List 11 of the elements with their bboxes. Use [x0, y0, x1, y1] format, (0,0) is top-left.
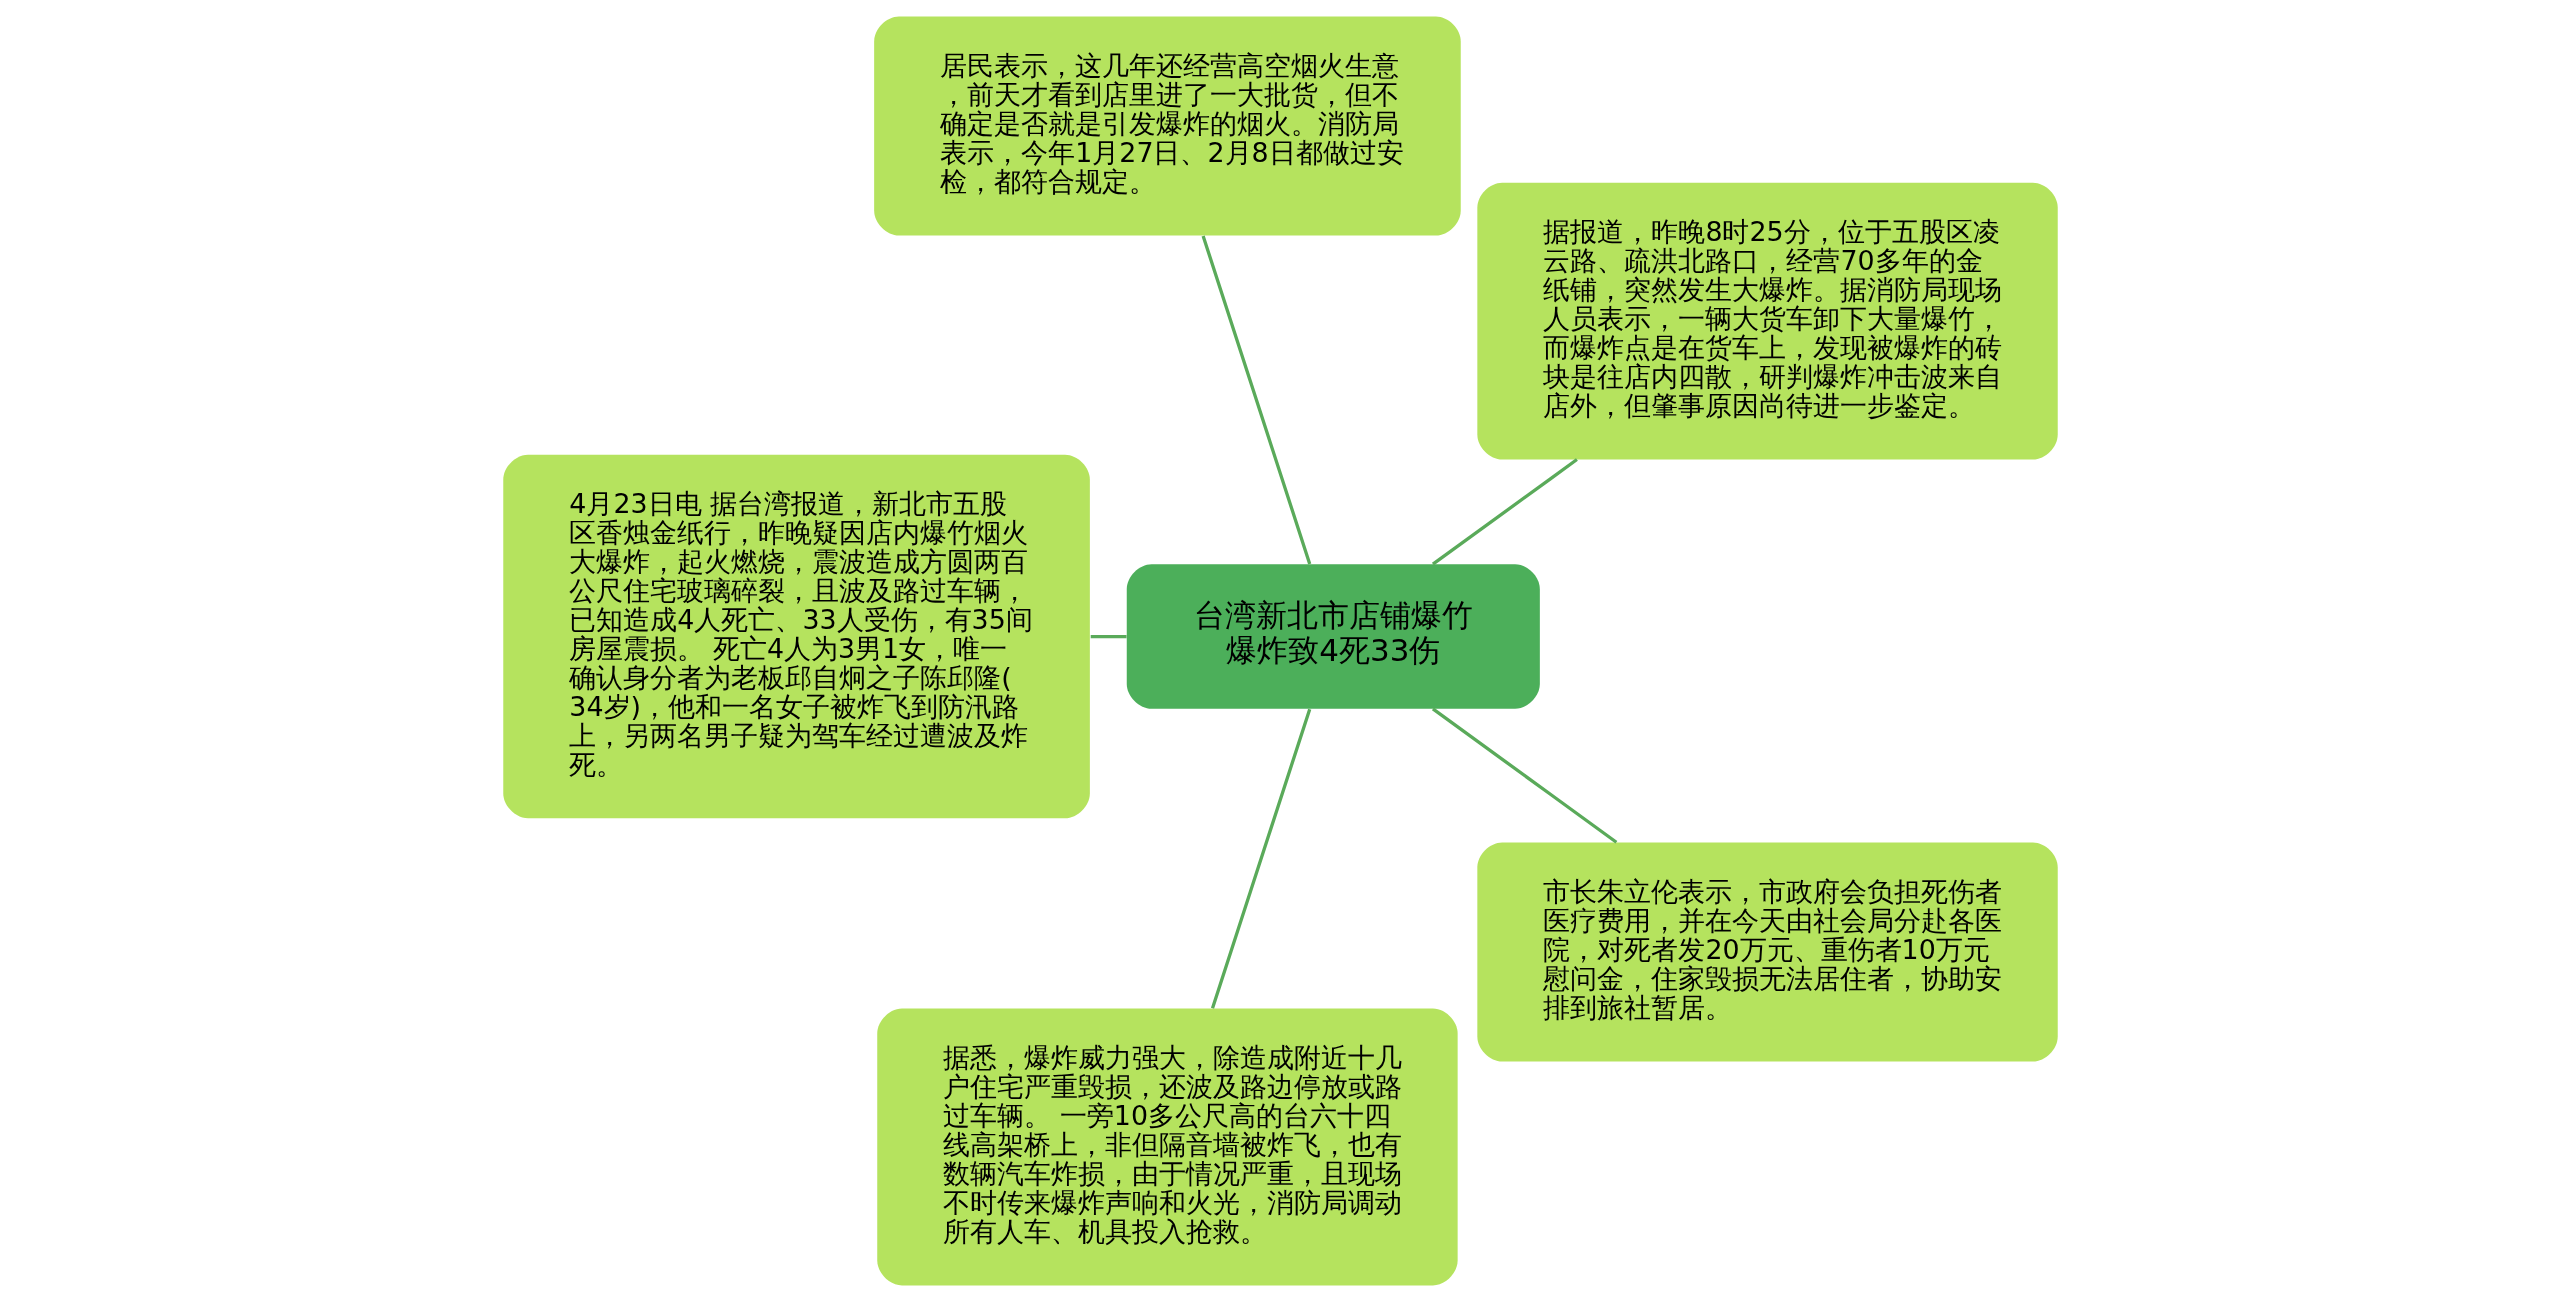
node-box: 居民表示，这几年还经营高空烟火生意，前天才看到店里进了一大批货，但不确定是否就是引发爆炸的烟火。消防局表示，今年1月27日、2月8日都做过安检，都符合规定。	[873, 16, 1461, 236]
connector	[1210, 708, 1311, 1009]
connector	[1431, 707, 1617, 844]
connector	[1431, 458, 1578, 566]
node-box: 台湾新北市店铺爆竹爆炸致4死33伤	[1126, 564, 1540, 709]
connector	[1090, 634, 1127, 639]
node-box: 市长朱立伦表示，市政府会负担死伤者医疗费用，并在今天由社会局分赴各医院，对死者发20万元、重伤者10万元慰问金，住家毁损无法居住者，协助安排到旅社暂居。	[1476, 842, 2058, 1062]
node-box: 据报道，昨晚8时25分，位于五股区凌云路、疏洪北路口，经营70多年的金纸铺，突然发生大爆炸。据消防局现场人员表示，一辆大货车卸下大量爆竹，而爆炸点是在货车上，发现被爆炸的砖块是往店内四散，研判爆炸冲击波来自店外，但肇事原因尚待进一步鉴定。	[1476, 182, 2058, 460]
node-box: 据悉，爆炸威力强大，除造成附近十几户住宅严重毁损，还波及路边停放或路过车辆。 一旁10多公尺高的台六十四线高架桥上，非但隔音墙被炸飞，也有数辆汽车炸损，由于情况严重，且现场不时传来爆炸声响和火光，消防局调动所有人车、机具投入抢救。	[876, 1008, 1458, 1286]
node-box: 4月23日电 据台湾报道，新北市五股区香烛金纸行，昨晚疑因店内爆竹烟火大爆炸，起火燃烧，震波造成方圆两百公尺住宅玻璃碎裂，且波及路过车辆，已知造成4人死亡、33人受伤，有35间房屋震损。 死亡4人为3男1女，唯一确认身分者为老板邱自炯之子陈邱隆(34岁)，他和一名女子被炸飞到防汛路上，另两名男子疑为驾车经过遭波及炸死。	[502, 454, 1090, 819]
connector	[1201, 235, 1311, 565]
